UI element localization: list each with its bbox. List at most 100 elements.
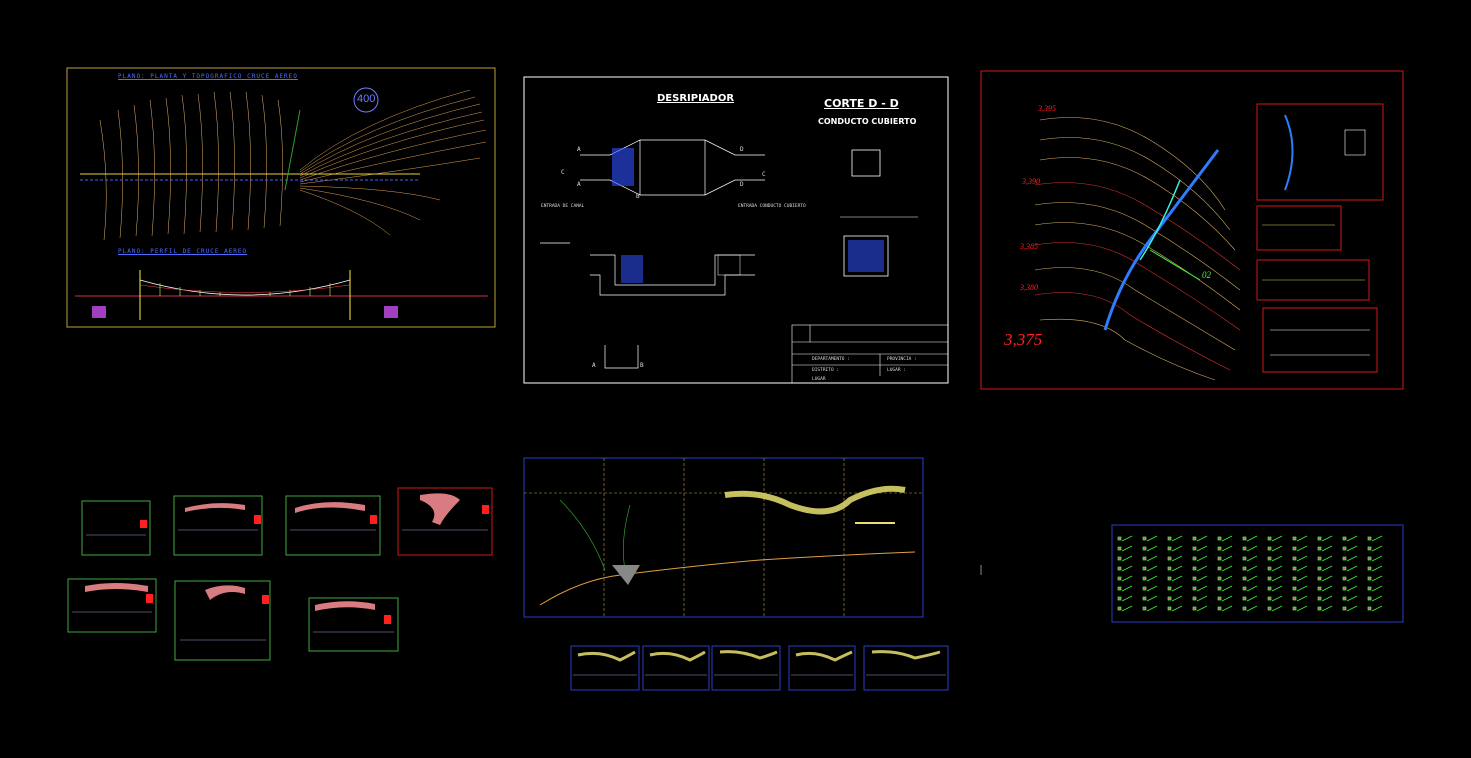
cross-section-tag <box>1192 596 1197 601</box>
cross-section-tag <box>1192 546 1197 551</box>
mini-profile-sheets <box>67 487 493 661</box>
cross-section-tag <box>1267 606 1272 611</box>
cross-section-mark <box>1321 605 1333 612</box>
cross-section-tag <box>1242 606 1247 611</box>
cross-section-mark <box>1196 575 1208 582</box>
cross-section-mark <box>1246 585 1258 592</box>
tb-departamento: DEPARTAMENTO : <box>812 357 850 362</box>
cross-section-mark <box>1271 535 1283 542</box>
cross-section-tag <box>1242 556 1247 561</box>
cross-section-mark <box>1346 565 1358 572</box>
cross-sections-sheet <box>1111 524 1404 623</box>
cross-section-tag <box>1192 586 1197 591</box>
cross-section-mark <box>1371 565 1383 572</box>
cross-section-tag <box>1192 606 1197 611</box>
contour-lines <box>299 89 487 236</box>
cross-section-tag <box>1367 606 1372 611</box>
cross-section-tag <box>1267 546 1272 551</box>
cross-section-mark <box>1346 595 1358 602</box>
cross-section-tag <box>1142 606 1147 611</box>
cross-section-mark <box>1146 535 1158 542</box>
cross-section-tag <box>1117 566 1122 571</box>
cross-section-mark <box>1246 535 1258 542</box>
cross-section-tag <box>1217 546 1222 551</box>
cross-section-mark <box>1221 545 1233 552</box>
cross-section-mark <box>1171 565 1183 572</box>
cross-section-mark <box>1371 555 1383 562</box>
cross-section-tag <box>1117 556 1122 561</box>
cross-section-mark <box>1121 575 1133 582</box>
cross-section-mark <box>1321 555 1333 562</box>
cross-section-mark <box>1296 575 1308 582</box>
sheet-topography <box>980 70 1404 390</box>
cross-section-tag <box>1342 566 1347 571</box>
cross-section-mark <box>1146 555 1158 562</box>
cross-section-mark <box>1171 555 1183 562</box>
cross-section-mark <box>1321 545 1333 552</box>
section-marker: 02 <box>1202 270 1211 280</box>
cross-section-mark <box>1246 555 1258 562</box>
cross-section-tag <box>1167 566 1172 571</box>
cross-section-mark <box>1146 545 1158 552</box>
cross-section-mark <box>1121 585 1133 592</box>
cross-section-mark <box>1271 555 1283 562</box>
cross-section-mark <box>1196 535 1208 542</box>
contour-label-1: 3,395 <box>1038 104 1056 113</box>
cross-section-tag <box>1217 536 1222 541</box>
cross-section-mark <box>1246 595 1258 602</box>
cross-section-tag <box>1242 566 1247 571</box>
marker-c-right: C <box>762 171 766 178</box>
cross-section-tag <box>1292 536 1297 541</box>
cross-section-tag <box>1142 576 1147 581</box>
hangers <box>159 283 331 296</box>
cross-section-mark <box>1196 555 1208 562</box>
cross-section-tag <box>1292 586 1297 591</box>
cross-section-tag <box>1342 536 1347 541</box>
cross-section-mark <box>1171 605 1183 612</box>
cross-section-tag <box>1242 596 1247 601</box>
cross-section-tag <box>1117 596 1122 601</box>
contour-label-3: 3,385 <box>1020 242 1038 251</box>
cross-section-tag <box>1217 556 1222 561</box>
cross-section-tag <box>1367 596 1372 601</box>
cross-section-tag <box>1142 596 1147 601</box>
cross-section-tag <box>1317 566 1322 571</box>
tb-lugar: LUGAR : <box>887 368 906 373</box>
cross-section-mark <box>1171 535 1183 542</box>
marker-b-top: B <box>636 193 640 200</box>
cross-section-mark <box>1246 575 1258 582</box>
cross-section-tag <box>1342 586 1347 591</box>
cross-section-mark <box>1271 545 1283 552</box>
cross-section-mark <box>1146 565 1158 572</box>
cross-section-mark <box>1121 595 1133 602</box>
cross-section-mark <box>1271 575 1283 582</box>
entrada-label: ENTRADA DE CANAL <box>541 204 585 209</box>
salida-label: ENTRADA CONDUCTO CUBIERTO <box>738 204 806 209</box>
cross-section-mark <box>1371 545 1383 552</box>
cross-section-tag <box>1167 556 1172 561</box>
cross-section-tag <box>1167 606 1172 611</box>
cross-section-mark <box>1221 535 1233 542</box>
longitudinal-profile-sheet <box>523 457 924 618</box>
cross-section-mark <box>1346 555 1358 562</box>
cross-section-tag <box>1242 586 1247 591</box>
cross-section-mark <box>1121 545 1133 552</box>
cross-section-mark <box>1346 585 1358 592</box>
cross-section-tag <box>1292 546 1297 551</box>
cross-section-mark <box>1121 535 1133 542</box>
cross-section-mark <box>1321 565 1333 572</box>
cross-section-mark <box>1321 585 1333 592</box>
cross-section-tag <box>1242 576 1247 581</box>
cross-section-mark <box>1296 565 1308 572</box>
cross-section-mark <box>1246 605 1258 612</box>
cross-section-tag <box>1367 576 1372 581</box>
cross-section-tag <box>1167 596 1172 601</box>
cross-section-tag <box>1317 606 1322 611</box>
contour-label-big: 3,375 <box>1004 330 1043 349</box>
cross-section-tag <box>1192 576 1197 581</box>
cross-section-mark <box>1146 595 1158 602</box>
cross-section-tag <box>1267 576 1272 581</box>
desripiador-plan <box>580 139 765 196</box>
marker-b-section: B <box>640 362 644 369</box>
